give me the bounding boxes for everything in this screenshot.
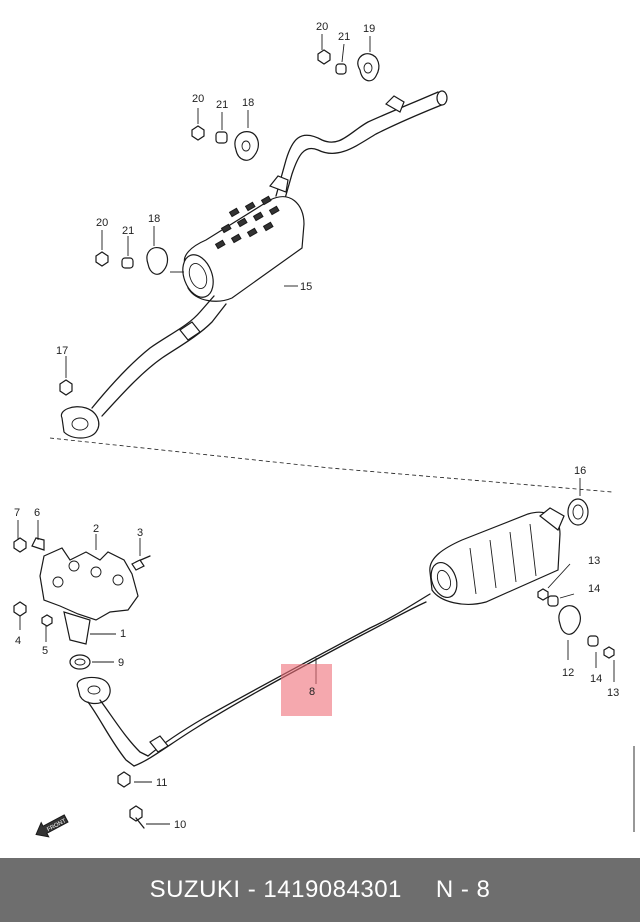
callout-20: 20 (192, 93, 204, 105)
callout-8: 8 (309, 686, 316, 698)
callout-3: 3 (137, 527, 143, 539)
callout-5: 5 (42, 645, 48, 657)
callout-10: 10 (174, 819, 186, 831)
callout-11: 11 (156, 777, 167, 789)
callout-13: 13 (607, 687, 619, 699)
callout-labels: 20 21 19 20 21 18 20 21 18 15 17 16 7 6 … (14, 21, 619, 831)
callout-20: 20 (96, 217, 108, 229)
callout-18: 18 (148, 213, 160, 225)
muffler-heat-shield-slots (214, 195, 280, 250)
callout-14: 14 (590, 673, 602, 685)
rear-pipe-assembly (59, 90, 448, 439)
callout-21: 21 (338, 31, 350, 43)
front-pipe-with-catalytic-converter (76, 478, 615, 829)
callout-14: 14 (588, 583, 600, 595)
callout-4: 4 (15, 635, 21, 647)
callout-13: 13 (588, 555, 600, 567)
exhaust-manifold (13, 520, 151, 670)
callout-12: 12 (562, 667, 574, 679)
brand-part-number: SUZUKI - 1419084301 (149, 876, 402, 903)
callout-21: 21 (122, 225, 134, 237)
callout-15: 15 (300, 281, 312, 293)
front-direction-arrow: FRONT (35, 814, 69, 838)
callout-1: 1 (120, 628, 126, 640)
callout-9: 9 (118, 657, 124, 669)
callout-19: 19 (363, 23, 375, 35)
callout-2: 2 (93, 523, 99, 535)
upper-hanger-hardware (95, 34, 380, 287)
callout-20: 20 (316, 21, 328, 33)
exhaust-system-diagram: FRONT 20 21 19 20 21 18 20 21 18 15 17 1… (13, 21, 635, 838)
callout-21: 21 (216, 99, 228, 111)
callout-6: 6 (34, 507, 40, 519)
callout-7: 7 (14, 507, 20, 519)
callout-18: 18 (242, 97, 254, 109)
callout-17: 17 (56, 345, 68, 357)
callout-16: 16 (574, 465, 586, 477)
part-info-footer: SUZUKI - 1419084301 N - 8 (0, 858, 640, 922)
highlighted-part-box: 8 (281, 664, 332, 716)
page-reference: N - 8 (435, 876, 491, 903)
